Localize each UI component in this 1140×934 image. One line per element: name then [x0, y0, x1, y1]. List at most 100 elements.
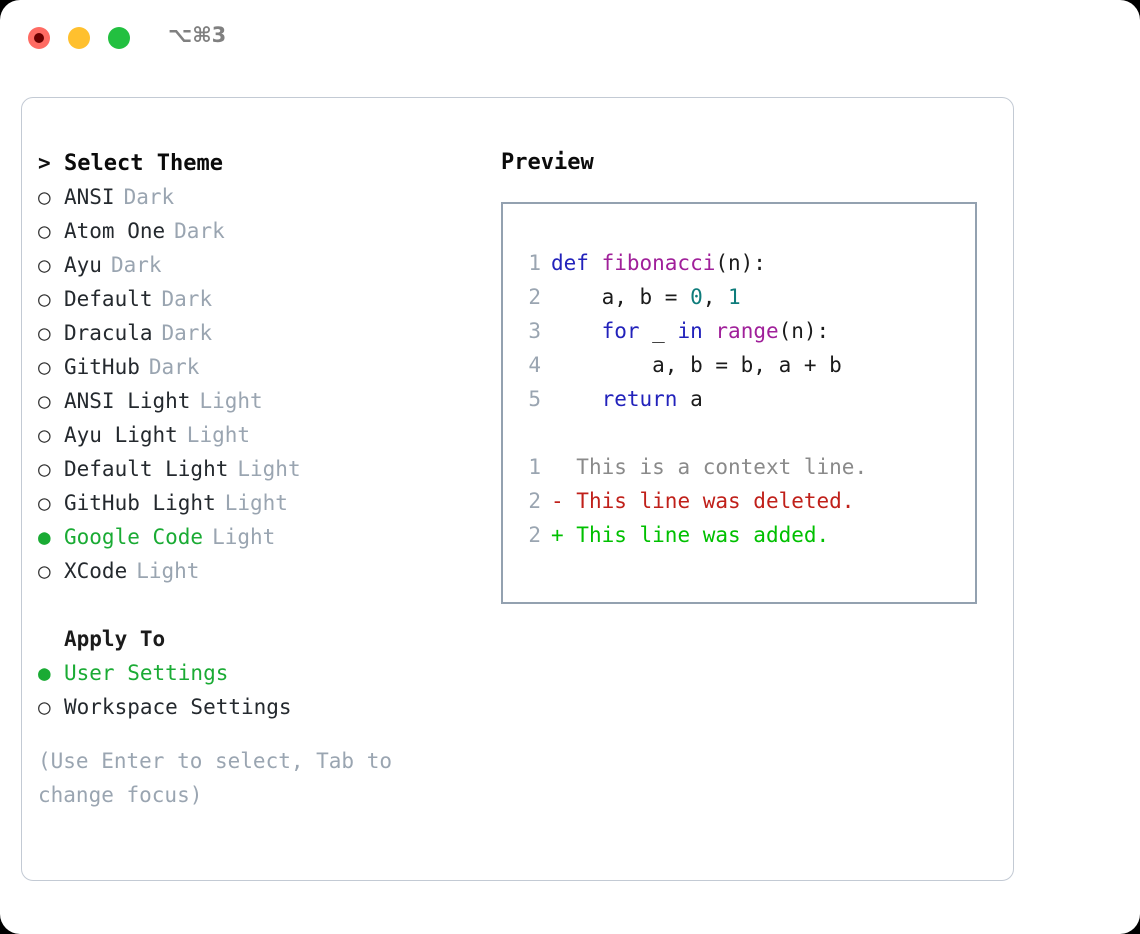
theme-variant-badge: Dark — [161, 287, 213, 311]
code-line: 2 a, b = 0, 1 — [503, 280, 975, 314]
theme-list-item[interactable]: ○ XCode Light — [38, 554, 468, 588]
theme-name: Ayu Light — [64, 423, 178, 447]
code-token: , — [702, 285, 729, 309]
diff-text: This is a context line. — [563, 455, 868, 479]
diff-sample: 1 This is a context line.2- This line wa… — [503, 450, 975, 552]
diff-line: 2+ This line was added. — [503, 518, 975, 552]
theme-name: Dracula — [64, 321, 153, 345]
code-token: return — [601, 387, 678, 411]
keyboard-hint: (Use Enter to select, Tab to change focu… — [38, 749, 393, 807]
theme-list-item[interactable]: ○ ANSI Light Light — [38, 384, 468, 418]
diff-line: 2- This line was deleted. — [503, 484, 975, 518]
theme-name: Default — [64, 287, 153, 311]
code-token: in — [677, 319, 703, 343]
code-line: 3 for _ in range(n): — [503, 314, 975, 348]
radio-unselected-icon[interactable]: ○ — [38, 287, 51, 311]
apply-to-list: ● User Settings ○ Workspace Settings — [38, 656, 468, 724]
code-token: (n): — [778, 319, 830, 343]
code-diff-gap — [503, 416, 975, 450]
radio-unselected-icon[interactable]: ○ — [38, 355, 51, 379]
diff-sign: + — [551, 523, 564, 547]
line-number: 2 — [528, 489, 541, 513]
code-token: 1 — [728, 285, 741, 309]
code-token — [703, 319, 716, 343]
theme-list-item[interactable]: ○ Ayu Light Light — [38, 418, 468, 452]
theme-variant-badge: Light — [212, 525, 276, 549]
theme-list-item[interactable]: ○ Default Dark — [38, 282, 468, 316]
apply-to-label: User Settings — [64, 661, 229, 685]
code-token — [551, 319, 602, 343]
radio-unselected-icon[interactable]: ○ — [38, 185, 51, 209]
theme-list-item[interactable]: ○ Default Light Light — [38, 452, 468, 486]
apply-to-option[interactable]: ● User Settings — [38, 656, 468, 690]
list-spacer — [38, 588, 468, 622]
apply-to-option[interactable]: ○ Workspace Settings — [38, 690, 468, 724]
theme-variant-badge: Dark — [161, 321, 213, 345]
code-token: _ — [639, 319, 678, 343]
radio-unselected-icon[interactable]: ○ — [38, 321, 51, 345]
radio-unselected-icon[interactable]: ○ — [38, 219, 51, 243]
theme-name: GitHub Light — [64, 491, 216, 515]
theme-list-item[interactable]: ○ Dracula Dark — [38, 316, 468, 350]
radio-unselected-icon[interactable]: ○ — [38, 457, 51, 481]
caret-icon: > — [38, 151, 51, 175]
theme-name: Ayu — [64, 253, 102, 277]
radio-selected-icon[interactable]: ● — [38, 661, 51, 685]
code-token: def — [551, 251, 602, 275]
line-number: 1 — [528, 455, 541, 479]
code-token — [551, 387, 602, 411]
keyboard-shortcut-label: ⌥⌘3 — [168, 23, 227, 47]
line-number: 4 — [528, 353, 541, 377]
apply-to-label: Workspace Settings — [64, 695, 292, 719]
theme-variant-badge: Light — [186, 423, 251, 447]
code-line: 4 a, b = b, a + b — [503, 348, 975, 382]
code-line: 5 return a — [503, 382, 975, 416]
theme-name: XCode — [64, 559, 128, 583]
minimize-button[interactable] — [68, 27, 90, 49]
code-token: range — [715, 319, 779, 343]
theme-variant-badge: Dark — [174, 219, 225, 243]
title-bar: ⌥⌘3 — [0, 0, 1140, 77]
theme-name: ANSI Light — [64, 389, 191, 413]
theme-picker-header: > Select Theme — [38, 146, 468, 180]
theme-name: Default Light — [64, 457, 229, 481]
radio-unselected-icon[interactable]: ○ — [38, 253, 51, 277]
diff-text: This line was deleted. — [563, 489, 855, 513]
theme-variant-badge: Light — [224, 491, 288, 515]
code-token: 0 — [690, 285, 703, 309]
diff-line: 1 This is a context line. — [503, 450, 975, 484]
page-title: Select Theme — [64, 151, 223, 176]
theme-variant-badge: Light — [237, 457, 301, 481]
theme-list-item[interactable]: ○ GitHub Light Light — [38, 486, 468, 520]
theme-list-item[interactable]: ○ Ayu Dark — [38, 248, 468, 282]
radio-unselected-icon[interactable]: ○ — [38, 695, 51, 719]
theme-variant-badge: Dark — [110, 253, 162, 277]
apply-to-marker-placeholder: ○ — [38, 622, 64, 656]
apply-to-header: ○Apply To — [38, 622, 468, 656]
radio-selected-icon[interactable]: ● — [38, 525, 51, 549]
maximize-button[interactable] — [108, 27, 130, 49]
apply-to-title: Apply To — [64, 627, 166, 651]
radio-unselected-icon[interactable]: ○ — [38, 389, 51, 413]
theme-name: Google Code — [64, 525, 204, 549]
theme-name: ANSI — [64, 185, 115, 209]
theme-variant-badge: Light — [136, 559, 200, 583]
radio-unselected-icon[interactable]: ○ — [38, 423, 51, 447]
diff-sign: - — [551, 489, 564, 513]
code-token: a, b = — [551, 285, 691, 309]
diff-sign — [551, 455, 564, 479]
theme-list-item[interactable]: ● Google Code Light — [38, 520, 468, 554]
radio-unselected-icon[interactable]: ○ — [38, 491, 51, 515]
theme-variant-badge: Light — [199, 389, 263, 413]
radio-unselected-icon[interactable]: ○ — [38, 559, 51, 583]
